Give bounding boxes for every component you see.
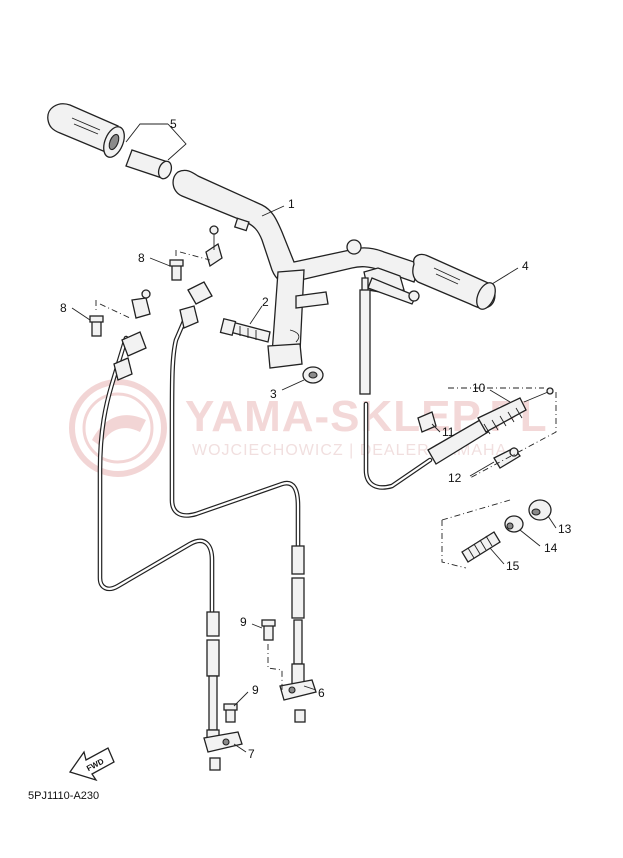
- diagram-code: 5PJ1110-A230: [28, 790, 100, 802]
- leader-9b: [233, 691, 249, 707]
- screw-8-upper[interactable]: [169, 250, 211, 281]
- rear-brake-cable[interactable]: [169, 225, 301, 549]
- leader-3: [281, 379, 305, 391]
- callout-9-upper: 9: [240, 615, 247, 629]
- nut-14[interactable]: [504, 515, 524, 533]
- callout-6: 6: [318, 686, 325, 700]
- leader-2: [249, 305, 263, 325]
- callout-12: 12: [448, 471, 462, 485]
- leader-4: [491, 267, 519, 285]
- leader-10: [489, 389, 511, 403]
- callout-11: 11: [442, 425, 455, 439]
- leader-1: [261, 205, 285, 217]
- watermark-logo: [69, 379, 167, 477]
- callout-7: 7: [248, 747, 255, 761]
- cap-13[interactable]: [528, 499, 552, 521]
- callout-14: 14: [544, 541, 558, 555]
- leader-5: [125, 123, 187, 161]
- spring-15[interactable]: [461, 531, 501, 563]
- callout-8-upper: 8: [138, 251, 145, 265]
- screw-9-lower[interactable]: [223, 703, 238, 723]
- throttle-cable[interactable]: [97, 289, 215, 615]
- leader-7: [233, 743, 247, 753]
- grip-spacer[interactable]: [125, 149, 174, 181]
- fwd-arrow-icon: FWD: [68, 747, 115, 782]
- leader-14: [519, 529, 541, 547]
- cable-bracket-6[interactable]: [279, 679, 317, 701]
- right-grip[interactable]: [412, 253, 499, 312]
- callout-1: 1: [288, 197, 295, 211]
- callout-13: 13: [558, 522, 572, 536]
- bolt-2[interactable]: [219, 317, 271, 343]
- front-brake-cable[interactable]: [363, 387, 554, 490]
- cable-bracket-7[interactable]: [203, 731, 243, 753]
- cable-clip-11[interactable]: [417, 411, 437, 433]
- screw-9-upper[interactable]: [261, 619, 283, 690]
- leader-6: [303, 685, 317, 691]
- front-brake-rod[interactable]: [359, 289, 371, 395]
- nut-3[interactable]: [302, 366, 324, 384]
- leader-13: [547, 515, 557, 529]
- callout-10: 10: [472, 381, 486, 395]
- leader-11: [431, 423, 441, 433]
- leader-15: [489, 547, 505, 565]
- callout-4: 4: [522, 259, 529, 273]
- leader-8b: [71, 307, 91, 321]
- assembly-line-13-15: [441, 499, 511, 569]
- screw-8-lower[interactable]: [89, 300, 131, 337]
- callout-5: 5: [170, 117, 177, 131]
- rear-brake-cable-end[interactable]: [291, 545, 306, 723]
- leader-9a: [251, 623, 263, 629]
- leader-8a: [149, 257, 171, 267]
- callout-8-lower: 8: [60, 301, 67, 315]
- handlebar[interactable]: [172, 169, 421, 284]
- steering-column[interactable]: [267, 269, 329, 369]
- leader-12: [469, 461, 495, 477]
- callout-9-lower: 9: [252, 683, 259, 697]
- watermark-dealer: WOJCIECHOWICZ | DEALER YAMAHA: [192, 442, 508, 459]
- callout-2: 2: [262, 295, 269, 309]
- callout-15: 15: [506, 559, 520, 573]
- left-grip[interactable]: [47, 103, 129, 160]
- callout-3: 3: [270, 387, 277, 401]
- assembly-line-10: [448, 387, 557, 479]
